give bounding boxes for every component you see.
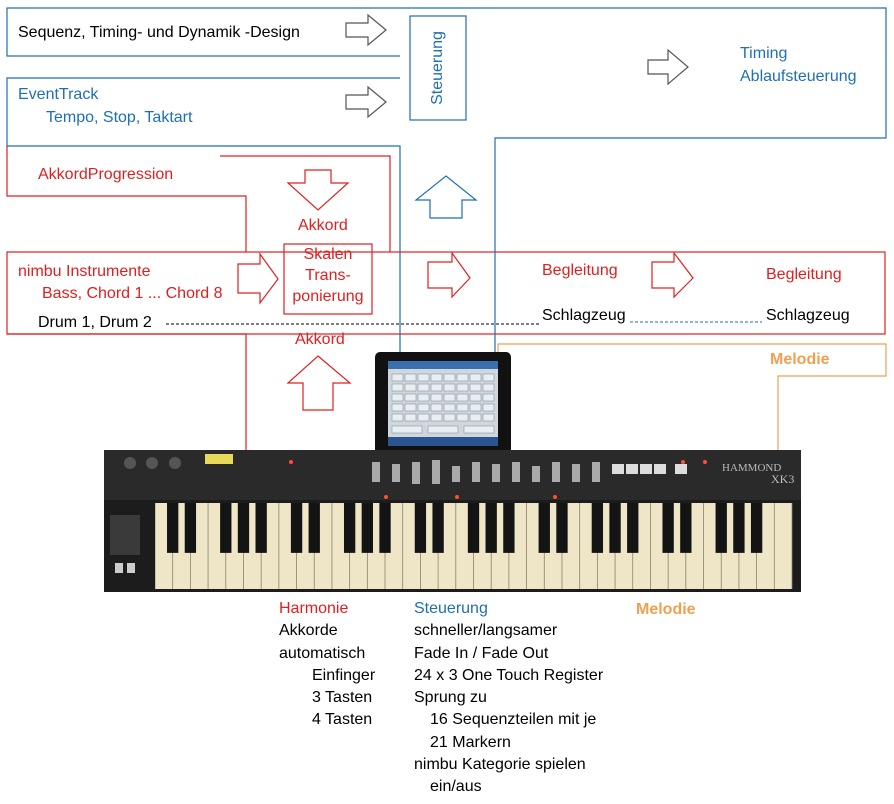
begleitung-label-1: Begleitung [542, 262, 618, 279]
skalen-transponierung-label: Skalen Trans- ponierung [284, 244, 372, 307]
skalen-line: Trans- [305, 267, 351, 284]
black-key [662, 503, 674, 553]
steuerung-line: Sprung zu [414, 689, 487, 707]
black-key [591, 503, 604, 553]
arrow-up-icon [286, 355, 352, 411]
eventtrack-detail-label: Tempo, Stop, Taktart [46, 109, 193, 126]
arrow-down-icon [286, 169, 350, 211]
led-lights [289, 460, 707, 499]
akkord-lower-label: Akkord [295, 331, 345, 348]
steuerung-line: nimbu Kategorie spielen [414, 756, 586, 774]
akkord-upper-label: Akkord [298, 217, 348, 234]
timing-label: Timing [740, 45, 788, 62]
black-key [485, 503, 497, 553]
black-key [379, 503, 391, 553]
begleitung-label-2: Begleitung [766, 266, 842, 283]
harmonie-title: Harmonie [279, 600, 349, 617]
organ-knobs [124, 457, 181, 469]
steuerung-column: Steuerung schneller/langsamer Fade In / … [414, 598, 603, 799]
arrow-right-icon [345, 13, 689, 119]
schlagzeug-label-2: Schlagzeug [766, 307, 850, 324]
black-key [609, 503, 621, 553]
black-key [556, 503, 568, 553]
black-key [467, 503, 480, 553]
harmonie-line: 3 Tasten [312, 689, 373, 707]
black-key [308, 503, 320, 553]
black-key [432, 503, 444, 553]
harmonie-line: Akkorde [279, 622, 338, 640]
arrow-up-icon [414, 175, 478, 219]
steuerung-line: ein/aus [430, 778, 482, 796]
skalen-line: ponierung [292, 288, 364, 305]
black-key [361, 503, 373, 553]
steuerung-box-label: Steuerung [429, 31, 446, 105]
organ-model: XK3 [771, 472, 794, 486]
steuerung-line: 16 Sequenzteilen mit je [430, 711, 597, 729]
harmonie-line: Einfinger [312, 666, 376, 684]
eventtrack-label: EventTrack [18, 86, 99, 103]
black-key [503, 503, 515, 553]
steuerung-line: schneller/langsamer [414, 622, 558, 640]
instrument-list-label: Bass, Chord 1 ... Chord 8 [42, 285, 223, 302]
black-key [343, 503, 356, 553]
black-key [538, 503, 550, 553]
black-key [255, 503, 267, 553]
steuerung-box [409, 15, 467, 121]
melodie-bottom-label: Melodie [636, 601, 696, 618]
arrow-right-icon [237, 251, 694, 305]
black-key [715, 503, 727, 553]
black-key [627, 503, 639, 553]
black-key [750, 503, 763, 553]
steuerung-box-label-wrap: Steuerung [410, 16, 466, 120]
tablet-controller [375, 352, 511, 454]
instruments-frame [6, 251, 886, 335]
steuerung-line: 21 Markern [430, 733, 511, 751]
display [205, 454, 233, 464]
skalen-line: Skalen [303, 246, 353, 263]
steuerung-line: 24 x 3 One Touch Register [414, 666, 604, 684]
tablet-button-grid [391, 373, 495, 434]
drums-label: Drum 1, Drum 2 [38, 314, 152, 331]
chord-progression-frame [6, 146, 886, 450]
melodie-upper-label: Melodie [770, 351, 830, 368]
schlagzeug-label-1: Schlagzeug [542, 307, 626, 324]
drawbars [372, 460, 600, 484]
black-key [733, 503, 745, 553]
sequence-design-label: Sequenz, Timing- und Dynamik -Design [18, 24, 300, 41]
harmonie-line: automatisch [279, 644, 366, 662]
black-key [220, 503, 232, 553]
black-key [167, 503, 179, 553]
hammond-organ: HAMMOND XK3 [104, 450, 801, 592]
black-key [184, 503, 197, 553]
black-key [290, 503, 303, 553]
ablaufsteuerung-label: Ablaufsteuerung [740, 68, 857, 85]
black-key [414, 503, 427, 553]
keyboard-keys [154, 503, 793, 589]
black-key [237, 503, 250, 553]
nimbu-instrumente-label: nimbu Instrumente [18, 263, 151, 280]
preset-buttons [612, 464, 687, 474]
harmonie-column: Harmonie Akkorde automatisch Einfinger 3… [279, 598, 375, 732]
akkordprogression-label: AkkordProgression [38, 166, 174, 183]
harmonie-line: 4 Tasten [312, 711, 373, 729]
steuerung-title: Steuerung [414, 600, 488, 617]
black-key [680, 503, 692, 553]
organ-brand: HAMMOND [722, 462, 781, 474]
skalen-box [283, 243, 373, 315]
steuerung-line: Fade In / Fade Out [414, 644, 549, 662]
